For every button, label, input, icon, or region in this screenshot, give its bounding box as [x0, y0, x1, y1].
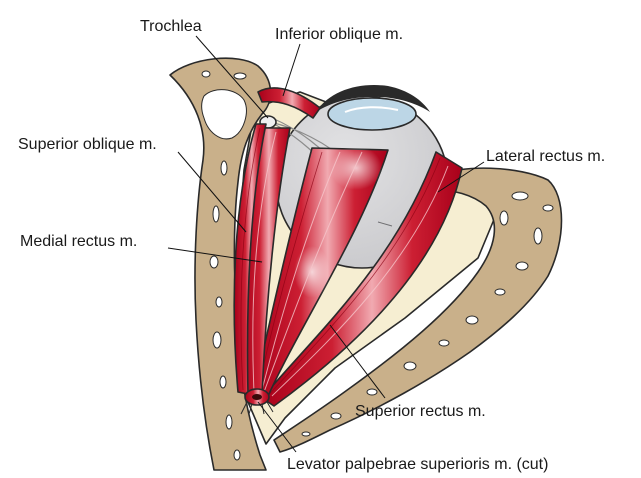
bone-pore — [439, 340, 449, 346]
label-levator: Levator palpebrae superioris m. (cut) — [287, 456, 548, 473]
bone-pore — [404, 362, 416, 370]
label-superior-oblique: Superior oblique m. — [18, 136, 157, 153]
bone-pore — [331, 413, 341, 419]
bone-pore — [495, 289, 505, 295]
bone-pore — [534, 228, 542, 244]
bone-pore — [516, 262, 528, 270]
bone-pore — [302, 432, 310, 436]
bone-pore — [234, 450, 240, 460]
label-superior-rectus: Superior rectus m. — [355, 403, 486, 420]
bone-pore — [213, 206, 219, 222]
bone-pore — [213, 332, 221, 348]
superior-rectus-glow — [330, 146, 382, 190]
label-trochlea: Trochlea — [140, 18, 202, 35]
bone-pore — [202, 71, 210, 77]
bone-pore — [500, 211, 508, 225]
bone-pore — [512, 192, 528, 200]
bone-pore — [543, 205, 553, 211]
bone-pore — [216, 297, 222, 307]
bone-pore — [367, 389, 377, 395]
bone-pore — [466, 316, 478, 324]
bone-pore — [210, 256, 218, 268]
bone-pore — [221, 161, 227, 175]
bone-pore — [226, 415, 232, 429]
label-lateral-rectus: Lateral rectus m. — [486, 148, 605, 165]
label-medial-rectus: Medial rectus m. — [20, 233, 137, 250]
levator-stump-center — [252, 394, 262, 400]
label-inferior-oblique: Inferior oblique m. — [275, 26, 403, 43]
bone-pore — [220, 376, 226, 388]
bone-pore — [234, 73, 246, 79]
superior-rectus-glow — [294, 246, 330, 298]
cornea — [328, 98, 416, 130]
